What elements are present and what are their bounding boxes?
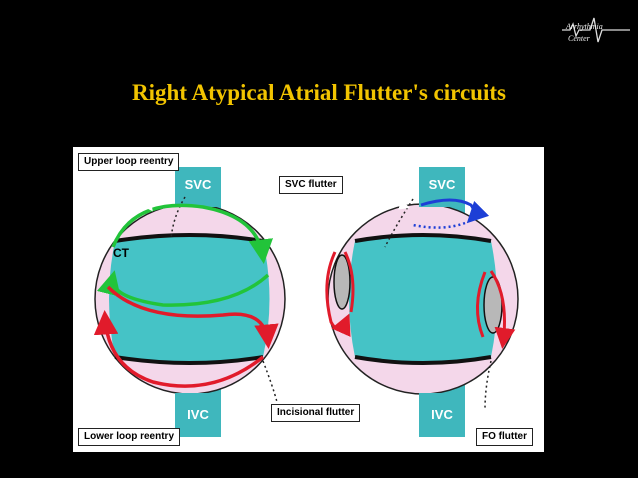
fo-red-loop-back <box>475 271 487 338</box>
left-svc-label: SVC <box>185 177 212 192</box>
fo-red-loop <box>489 270 516 349</box>
right-chamber-top-rim <box>354 233 492 243</box>
svc-flutter-callout: SVC flutter <box>279 176 343 194</box>
fo-flutter-callout: FO flutter <box>476 428 533 446</box>
ecg-waveform-icon <box>562 17 630 43</box>
slide-title: Right Atypical Atrial Flutter's circuits <box>132 80 506 105</box>
right-chamber <box>349 235 497 363</box>
upper-loop-pointer <box>122 170 153 212</box>
left-ivc-label: IVC <box>187 407 209 422</box>
fo-pointer <box>490 384 502 423</box>
svc-blue-loop-solid <box>420 198 490 224</box>
left-chamber <box>109 235 270 363</box>
right-dotted-line-top <box>384 198 414 248</box>
left-red-loop-lower <box>93 310 265 388</box>
logo-line2: Center <box>568 34 591 43</box>
right-dotted-line-bottom <box>484 360 492 410</box>
left-svc-stub <box>175 167 221 207</box>
diagram-figure: SVC IVC CT <box>73 147 544 452</box>
left-dotted-line-top <box>170 196 186 240</box>
flutter-circuits-diagram: SVC IVC CT <box>73 147 544 452</box>
incisional-red-loop <box>325 251 351 337</box>
right-ivc-label: IVC <box>431 407 453 422</box>
right-svc-label: SVC <box>429 177 456 192</box>
lower-loop-pointer <box>122 390 136 428</box>
left-ivc-stub <box>175 393 221 437</box>
incisional-red-loop-back <box>343 251 355 313</box>
left-green-loop-lower <box>96 270 270 307</box>
incisional-flutter-callout: Incisional flutter <box>271 404 361 422</box>
arrhythmia-center-logo: Arrhythmia Center <box>562 17 630 43</box>
incisional-scar <box>333 254 351 310</box>
right-atrium-model: SVC IVC <box>325 167 519 437</box>
ct-label: CT <box>113 246 130 260</box>
left-atrium-model: SVC IVC CT <box>93 167 286 437</box>
left-chamber-bottom-rim <box>114 355 264 365</box>
lower-loop-callout: Lower loop reentry <box>78 428 181 446</box>
svc-flutter-pointer <box>354 188 410 210</box>
incisional-pointer <box>304 364 327 403</box>
upper-loop-callout: Upper loop reentry <box>78 153 180 171</box>
right-chamber-bottom-rim <box>354 355 492 365</box>
left-dotted-line-bottom <box>262 360 278 403</box>
logo-line1: Arrhythmia <box>565 22 603 31</box>
right-ivc-stub <box>419 393 465 437</box>
left-green-loop-upper <box>111 203 273 264</box>
left-red-loop-upper <box>106 285 279 349</box>
left-chamber-top-rim <box>114 233 264 243</box>
